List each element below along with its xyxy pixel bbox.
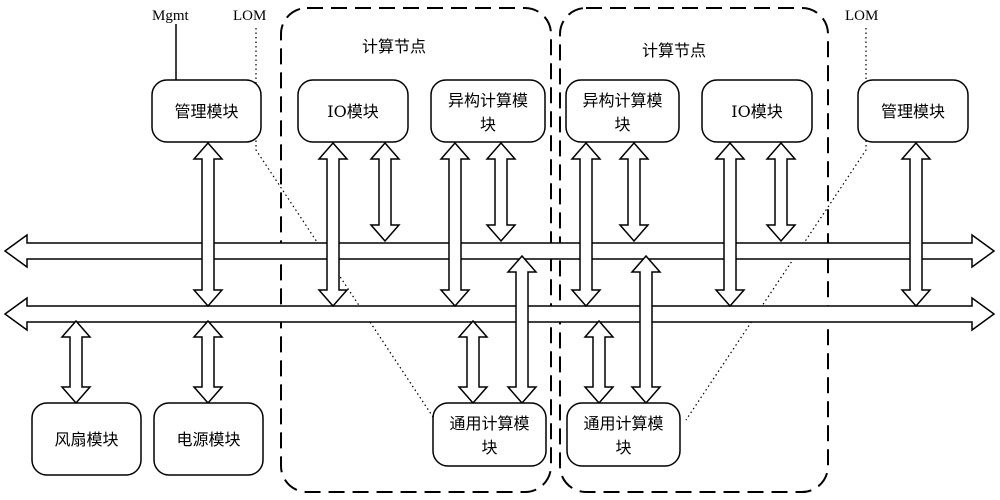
module-label: 块 — [614, 115, 630, 134]
arrow-general-left-to-bus — [457, 319, 489, 405]
arrow-mgmt-right-to-bus — [900, 141, 932, 308]
arrow-io-right-upper-bus — [765, 141, 797, 243]
arrow-io-left-upper-bus — [369, 141, 401, 243]
module-box — [565, 79, 680, 143]
module-hetero-left: 异构计算模 块 — [430, 79, 546, 143]
module-label: 块 — [480, 115, 496, 134]
module-label: 管理模块 — [881, 102, 945, 121]
module-box — [153, 402, 264, 476]
arrow-io-right-to-bus — [714, 141, 746, 308]
arrow-general-right-to-bus — [583, 319, 615, 405]
bus-upper-arrow — [3, 233, 996, 269]
module-label: 异构计算模 — [582, 91, 662, 110]
arrow-power-to-bus — [192, 319, 224, 405]
module-hetero-right: 异构计算模 块 — [565, 79, 680, 143]
module-general-left: 通用计算模 块 — [432, 402, 547, 467]
arrow-general-left-upper-bus — [506, 254, 538, 405]
compute-node-right-title: 计算节点 — [642, 41, 706, 60]
lom-right-dotted-line — [685, 28, 867, 421]
module-box — [151, 79, 262, 143]
module-power: 电源模块 — [153, 402, 264, 476]
module-label: IO模块 — [731, 102, 782, 121]
module-box — [566, 402, 681, 467]
mgmt-label: Mgmt — [152, 8, 190, 24]
module-label: 通用计算模 — [449, 414, 529, 433]
arrow-hetero-left-to-bus — [439, 141, 471, 308]
arrow-io-left-to-bus — [317, 141, 349, 308]
module-box — [432, 402, 547, 467]
lom-right-label: LOM — [845, 8, 878, 24]
module-label: 通用计算模 — [583, 414, 663, 433]
module-general-right: 通用计算模 块 — [566, 402, 681, 467]
arrow-fan-to-bus — [60, 319, 92, 405]
arrow-hetero-right-upper-bus — [618, 141, 650, 243]
compute-node-left-title: 计算节点 — [362, 37, 426, 56]
module-label: 异构计算模 — [448, 91, 528, 110]
arrow-general-right-upper-bus — [630, 254, 662, 405]
module-box — [857, 79, 969, 143]
module-box — [701, 79, 813, 143]
module-label: 风扇模块 — [54, 430, 118, 449]
module-io-left: IO模块 — [297, 79, 409, 143]
bus-lower-arrow — [3, 296, 996, 332]
module-mgmt-left: 管理模块 — [151, 79, 262, 143]
module-label: IO模块 — [327, 102, 378, 121]
arrow-hetero-right-to-bus — [570, 141, 602, 308]
module-mgmt-right: 管理模块 — [857, 79, 969, 143]
module-box — [31, 402, 142, 476]
module-io-right: IO模块 — [701, 79, 813, 143]
arrow-mgmt-left-to-bus — [192, 141, 224, 308]
module-label: 电源模块 — [176, 430, 240, 449]
arrow-hetero-left-upper-bus — [485, 141, 517, 243]
module-box — [430, 79, 546, 143]
module-label: 块 — [481, 438, 497, 457]
module-label: 管理模块 — [174, 102, 238, 121]
module-fan: 风扇模块 — [31, 402, 142, 476]
module-label: 块 — [615, 438, 631, 457]
lom-left-label: LOM — [233, 8, 266, 24]
lom-left-dotted-line — [255, 28, 436, 421]
module-box — [297, 79, 409, 143]
